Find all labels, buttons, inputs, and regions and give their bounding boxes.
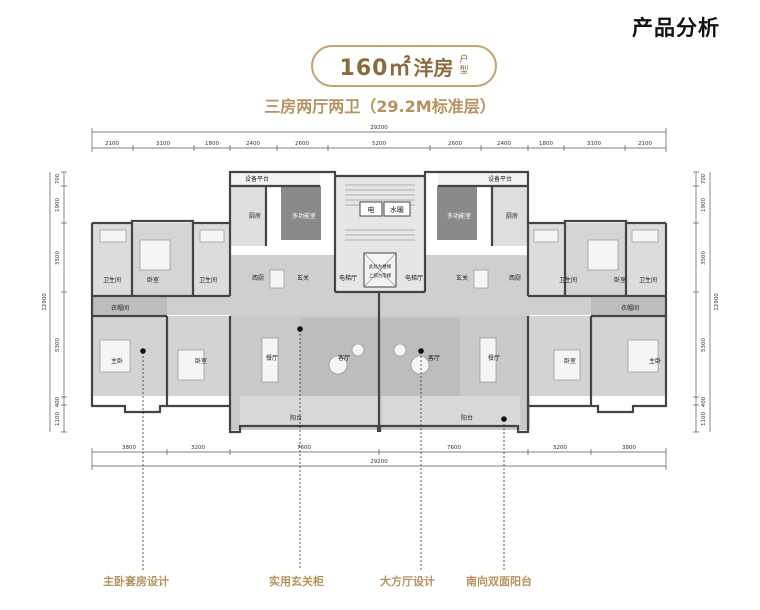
dim-right-4: 5300 [701, 338, 707, 352]
dim-left-5: 400 [55, 396, 61, 407]
dim-top-8: 2400 [497, 141, 511, 147]
dim-left-1: 700 [55, 173, 61, 184]
dimension-ticks [61, 128, 699, 470]
dim-bottom-2: 3200 [191, 445, 205, 451]
dim-bottom-5: 3200 [553, 445, 567, 451]
label-stair-note-2: 上部为电梯 [369, 272, 392, 279]
dim-bottom-3: 7600 [297, 445, 311, 451]
callout-leaders [142, 330, 505, 570]
dim-left-2: 1900 [55, 198, 61, 212]
dim-top-7: 2600 [448, 141, 462, 147]
unit-area: 160㎡ [339, 56, 412, 81]
label-elev-hall-right: 电梯厅 [405, 274, 423, 282]
label-entry-left: 玄关 [297, 274, 309, 282]
dim-top-3: 1800 [205, 141, 219, 147]
label-dining-right: 餐厅 [488, 354, 500, 362]
dim-top-10: 3100 [587, 141, 601, 147]
label-bed-left-1: 卧室 [147, 276, 159, 284]
feature-dual-balcony: 南向双面阳台 [466, 575, 532, 588]
dim-left-3: 3500 [55, 251, 61, 265]
dim-top-4: 2400 [246, 141, 260, 147]
dimension-labels: 29200 2100 3100 1800 2400 2600 5200 2600… [105, 125, 652, 465]
label-west-kitchen-left: 西厨 [252, 275, 264, 282]
label-multi-right: 多功能室 [447, 212, 471, 220]
dim-top-11: 2100 [638, 141, 652, 147]
label-equipment-left: 设备平台 [245, 175, 269, 183]
label-bath-left-1: 卫生间 [103, 276, 121, 284]
label-kitchen-left: 厨房 [249, 212, 261, 220]
dim-left-total: 12900 [42, 293, 48, 311]
label-balcony-left: 阳台 [290, 414, 302, 422]
dim-bottom-6: 3800 [622, 445, 636, 451]
dim-total-top: 29200 [370, 125, 388, 131]
feature-large-hall: 大方厅设计 [380, 575, 435, 588]
room-labels: 设备平台 设备平台 厨房 厨房 多功能室 多功能室 电 水暖 此处为楼梯 上部为… [103, 175, 661, 422]
suffix-2: 型 [459, 66, 469, 76]
furniture [99, 229, 659, 383]
label-elec: 电 [368, 205, 375, 214]
plan-subtitle: 三房两厅两卫（29.2M标准层） [264, 97, 496, 116]
dim-top-1: 2100 [105, 141, 119, 147]
feature-master-suite: 主卧套房设计 [103, 575, 169, 588]
dim-bottom-1: 3800 [122, 445, 136, 451]
suffix-1: 户 [459, 55, 469, 65]
label-dining-left: 餐厅 [266, 354, 278, 362]
dim-top-5: 2600 [295, 141, 309, 147]
label-cloak-left: 衣帽间 [111, 304, 129, 312]
dim-right-5: 400 [701, 396, 707, 407]
unit-type: 洋房 [413, 55, 454, 80]
label-bath-right-1: 卫生间 [559, 276, 577, 284]
feature-entry-cabinet: 实用玄关柜 [269, 575, 324, 588]
label-elev-hall-left: 电梯厅 [339, 274, 357, 282]
label-bath-right-2: 卫生间 [639, 276, 657, 284]
dim-right-total: 12900 [714, 293, 720, 311]
elec-room [359, 201, 383, 217]
dim-right-6: 1100 [701, 412, 707, 426]
callout-dots [140, 326, 507, 422]
page-title: 产品分析 [632, 16, 720, 40]
label-west-kitchen-right: 西厨 [509, 275, 521, 282]
label-balcony-right: 阳台 [461, 414, 473, 422]
dim-top-6: 5200 [372, 141, 386, 147]
label-master-right: 主卧 [649, 357, 661, 365]
unit-size-badge: 160㎡ 洋房 户 型 [311, 45, 497, 87]
vertical-dimension-labels: 700 1900 3500 5300 400 1100 12900 700 19… [42, 173, 720, 426]
label-cloak-right: 衣帽间 [621, 304, 639, 312]
label-living-right: 客厅 [428, 354, 440, 362]
label-living-left: 客厅 [338, 354, 350, 362]
water-room [383, 201, 411, 217]
dim-total-bottom: 29200 [370, 459, 388, 465]
unit-type-suffix: 户 型 [459, 55, 468, 77]
label-master-left: 主卧 [111, 357, 123, 365]
dim-left-4: 5300 [55, 338, 61, 352]
dim-right-3: 3500 [701, 251, 707, 265]
dim-right-2: 1900 [701, 198, 707, 212]
dim-top-9: 1800 [539, 141, 553, 147]
walls [90, 170, 668, 434]
label-stair-note-1: 此处为楼梯 [369, 263, 392, 270]
dimension-lines [49, 131, 711, 467]
label-bath-left-2: 卫生间 [199, 276, 217, 284]
dim-top-2: 3100 [156, 141, 170, 147]
dim-bottom-4: 7600 [447, 445, 461, 451]
label-entry-right: 玄关 [456, 274, 468, 282]
dim-left-6: 1100 [55, 412, 61, 426]
label-bed-left-2: 卧室 [195, 357, 207, 365]
dim-right-1: 700 [701, 173, 707, 184]
label-bed-right-1: 卧室 [614, 276, 626, 284]
label-equipment-right: 设备平台 [488, 175, 512, 183]
label-bed-right-2: 卧室 [564, 357, 576, 365]
label-water: 水暖 [390, 205, 404, 214]
label-multi-left: 多功能室 [292, 212, 316, 220]
label-kitchen-right: 厨房 [506, 212, 518, 220]
